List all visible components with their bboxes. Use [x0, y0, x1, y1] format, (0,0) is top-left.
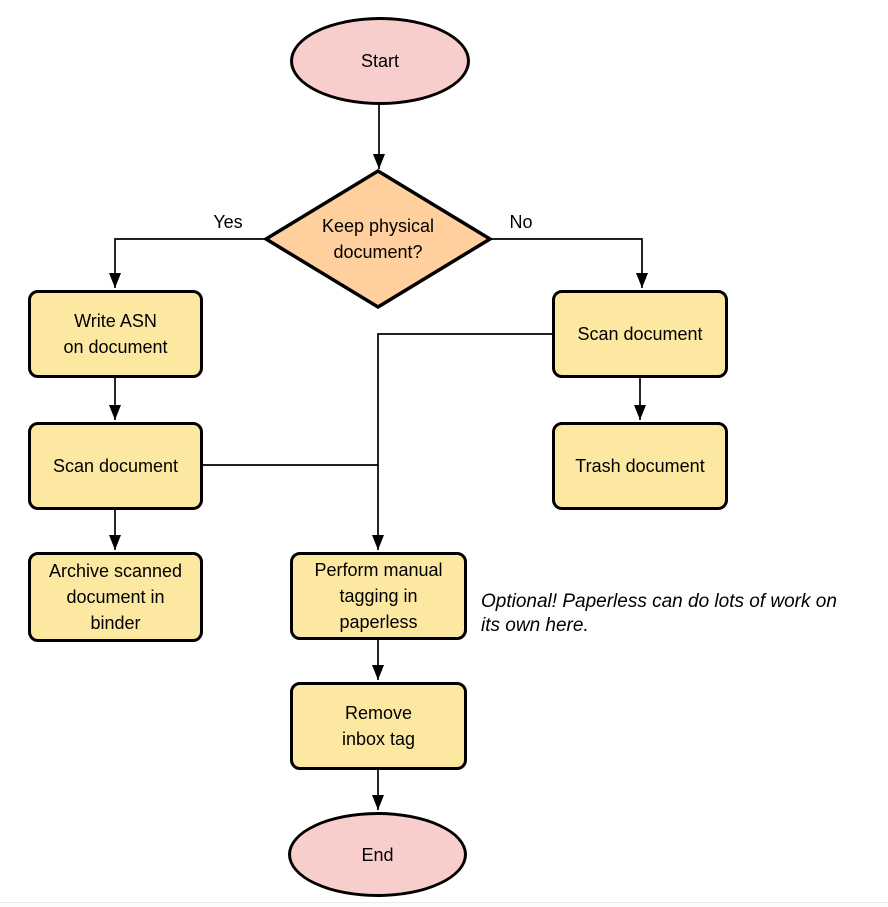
scan-left-text: Scan document: [52, 456, 179, 476]
node-scan-document-left: Scan document: [28, 422, 203, 510]
connector-scan-right-junction: [377, 333, 552, 465]
annotation-text: Optional! Paperless can do lots of work …: [481, 591, 837, 636]
node-trash-document: Trash document: [552, 422, 728, 510]
edge-label-no: No: [509, 212, 533, 232]
trash-text: Trash document: [575, 456, 705, 476]
decision-diamond: [262, 168, 494, 310]
connector-scan-left-perform-tagging: [203, 464, 384, 550]
node-start-label: Start: [360, 51, 399, 71]
annotation-optional-note: Optional! Paperless can do lots of work …: [481, 590, 888, 638]
edge-label-yes: Yes: [213, 212, 243, 232]
node-scan-document-right: Scan document: [552, 290, 728, 378]
page-bottom-divider: [0, 902, 888, 903]
connector-decision-yes-write-asn: [109, 238, 266, 288]
node-start: Start: [290, 17, 470, 105]
node-end: End: [288, 812, 467, 897]
node-end-label: End: [361, 844, 394, 865]
scan-right-text: Scan document: [577, 324, 703, 344]
page-bottom-margin: [0, 903, 888, 907]
connector-decision-no-scan-right: [490, 238, 648, 288]
